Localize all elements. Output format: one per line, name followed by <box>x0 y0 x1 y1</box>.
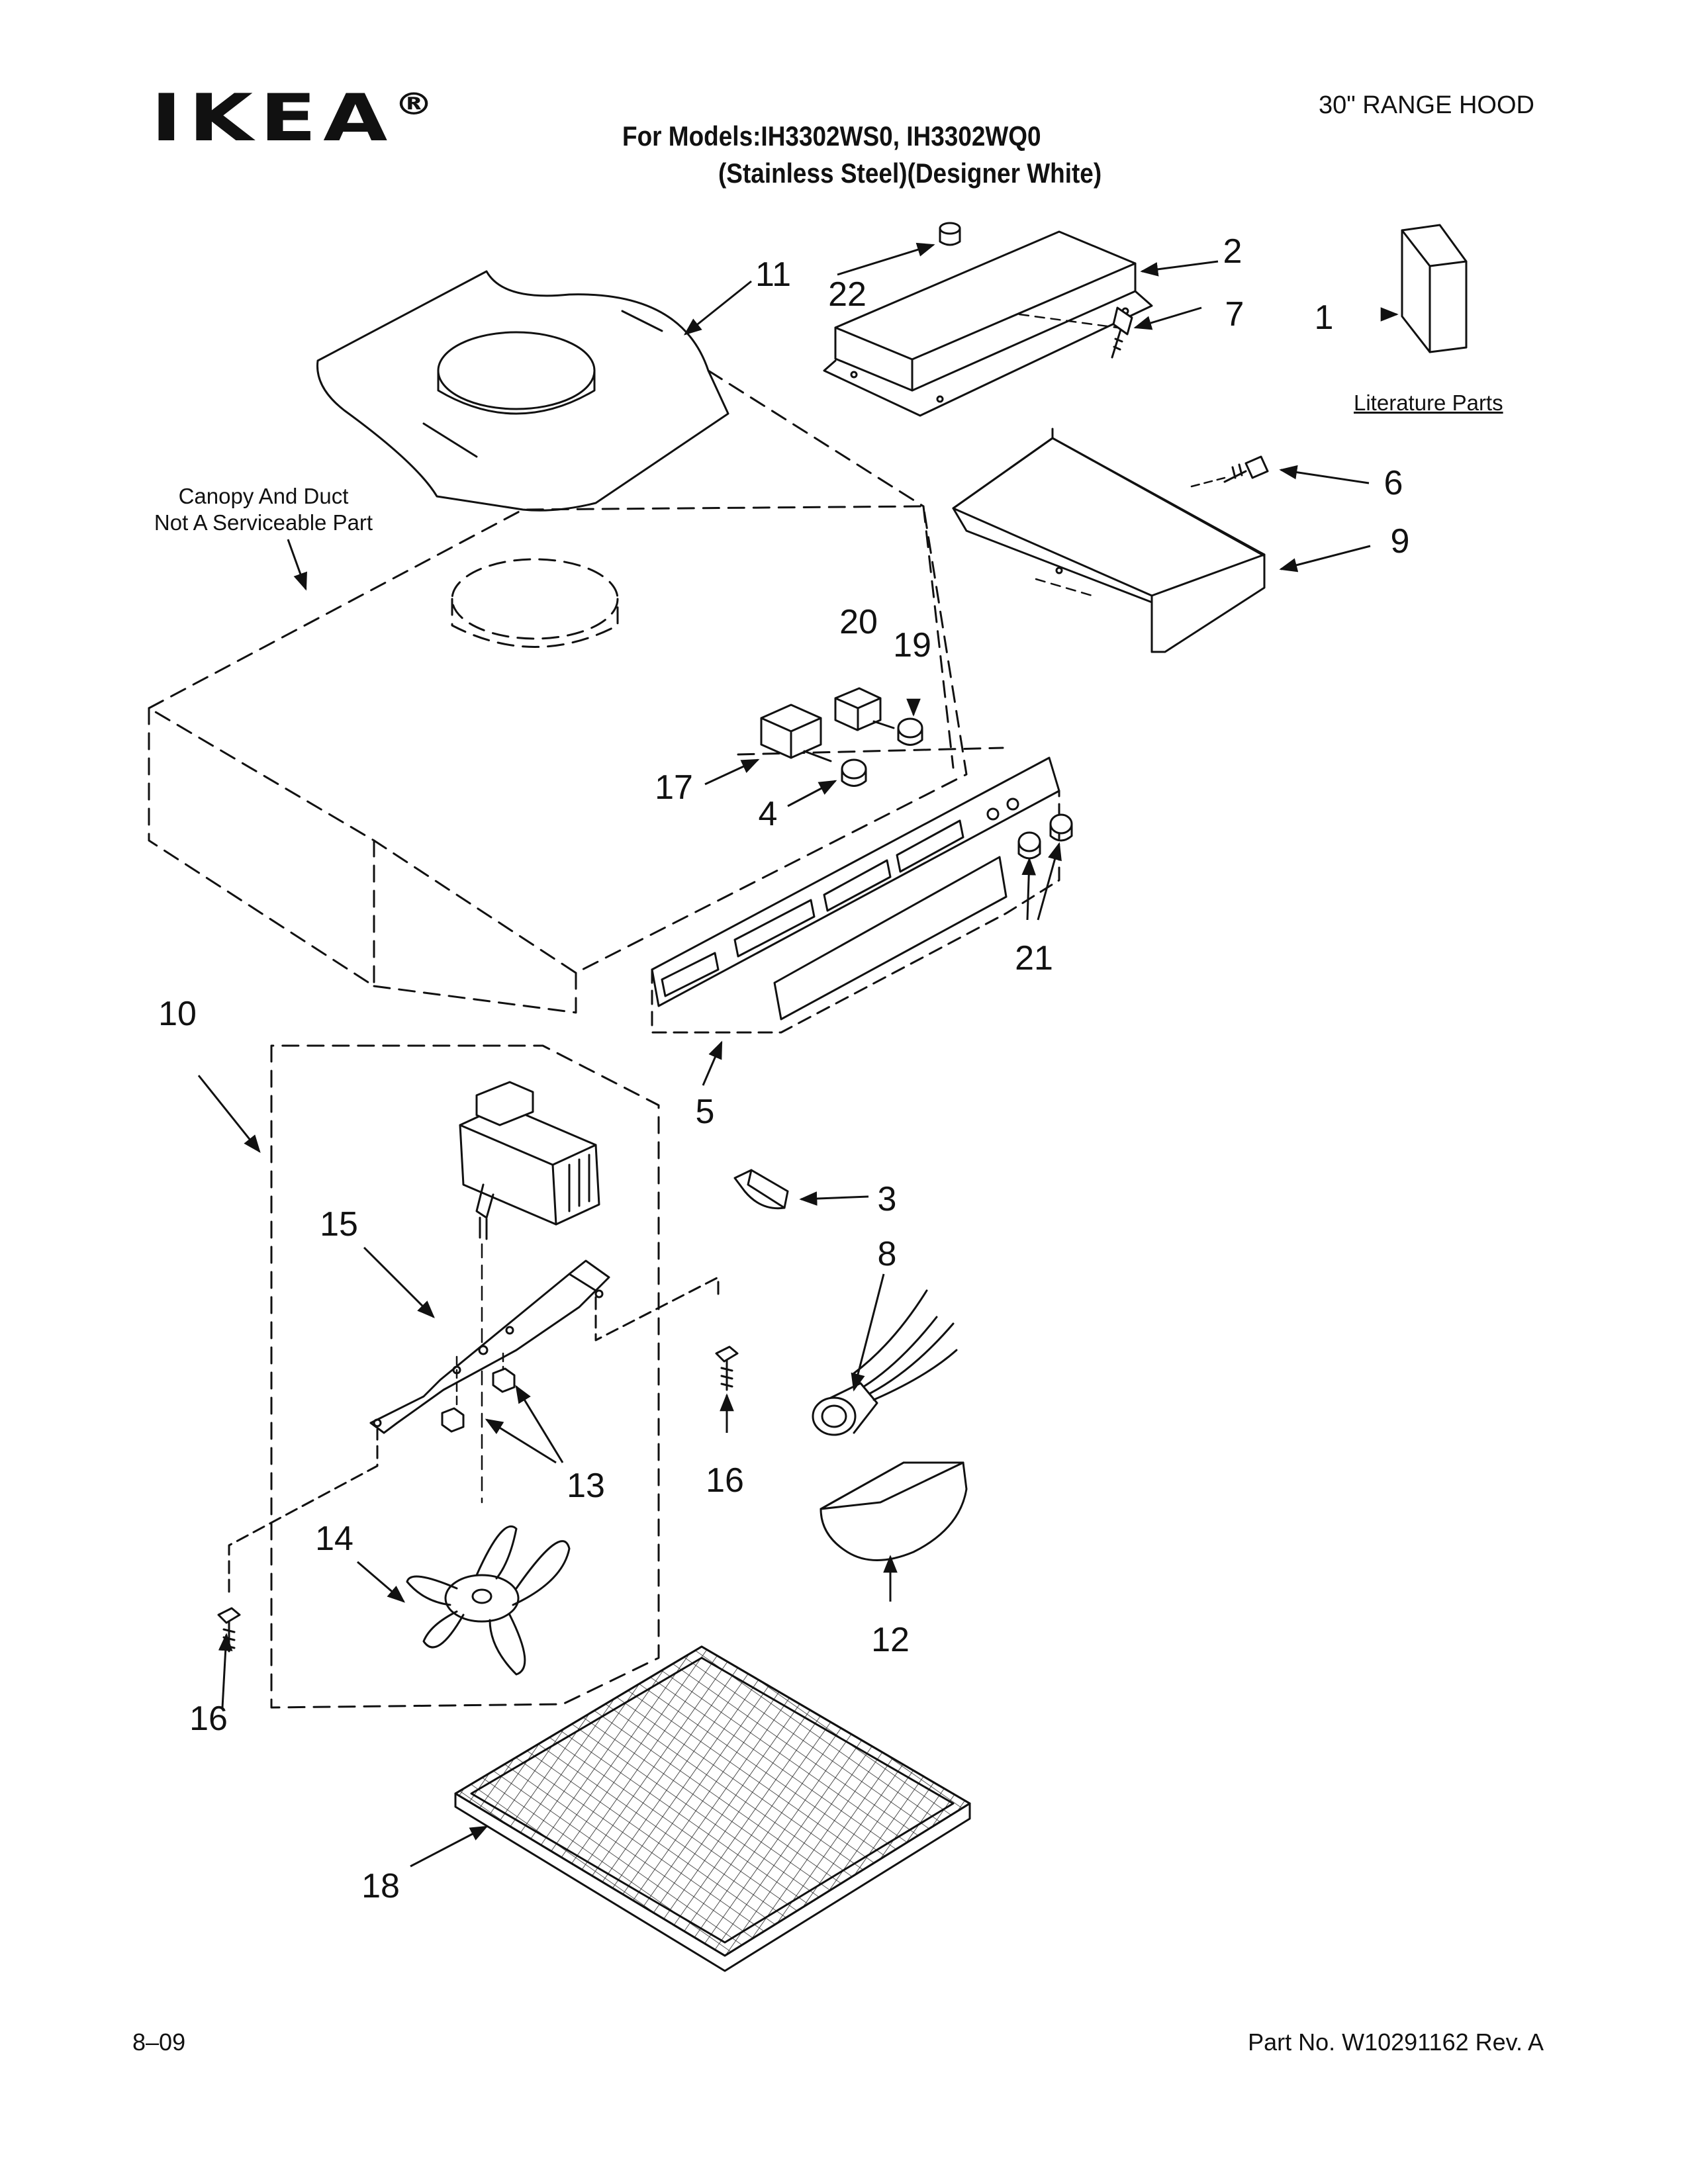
mounting-bracket <box>952 428 1266 653</box>
registered-mark: ® <box>394 86 434 122</box>
callout-16-right: 16 <box>706 1461 744 1500</box>
document-part-number: Part No. W10291162 Rev. A <box>1248 2028 1544 2056</box>
callout-12: 12 <box>871 1621 910 1659</box>
literature-booklet <box>1401 224 1468 353</box>
control-panel <box>651 756 1060 1034</box>
callout-21: 21 <box>1015 939 1053 978</box>
callout-17: 17 <box>655 768 693 807</box>
nuts-13 <box>441 1352 516 1433</box>
callout-16-left: 16 <box>189 1700 228 1738</box>
callout-22: 22 <box>828 275 867 314</box>
canopy-dashed <box>148 369 1004 1014</box>
switch-17 <box>760 704 832 762</box>
callout-19: 19 <box>893 626 931 664</box>
canopy-note-line2: Not A Serviceable Part <box>154 510 373 535</box>
callout-4: 4 <box>758 795 778 833</box>
grease-filter <box>454 1645 971 1972</box>
callout-7: 7 <box>1225 295 1244 334</box>
canopy-note: Canopy And Duct Not A Serviceable Part <box>124 483 402 536</box>
callout-5: 5 <box>695 1093 715 1131</box>
screw-bracket <box>1190 455 1269 488</box>
finishes-heading: (Stainless Steel)(Designer White) <box>718 158 1102 189</box>
blower-boundary <box>270 1044 660 1709</box>
light-socket <box>812 1289 958 1436</box>
callout-11: 11 <box>755 255 791 294</box>
callout-14: 14 <box>315 1520 353 1558</box>
control-box-cover <box>823 230 1153 417</box>
knob-19 <box>897 717 923 746</box>
callout-13: 13 <box>567 1467 605 1505</box>
callout-3: 3 <box>877 1180 897 1218</box>
motor <box>459 1081 600 1240</box>
duct-plate <box>316 270 729 512</box>
callout-6: 6 <box>1383 464 1403 502</box>
screw-right <box>715 1345 739 1391</box>
callout-20: 20 <box>839 603 878 641</box>
switch-20 <box>834 687 895 731</box>
document-type: 30" RANGE HOOD <box>1318 91 1534 119</box>
knob-4 <box>841 758 867 787</box>
canopy-note-line1: Canopy And Duct <box>178 484 349 508</box>
callout-18: 18 <box>361 1867 400 1905</box>
knobs-21 <box>1017 813 1073 860</box>
brand-logo: IKEA® <box>151 86 434 151</box>
callout-8: 8 <box>877 1235 897 1273</box>
cap-part <box>939 222 961 246</box>
revision-date: 8–09 <box>132 2028 186 2056</box>
callout-9: 9 <box>1390 522 1410 561</box>
callout-15: 15 <box>320 1205 358 1244</box>
literature-parts-caption: Literature Parts <box>1354 390 1503 415</box>
brand-wordmark: IKEA <box>151 81 395 156</box>
clip-part <box>733 1169 789 1210</box>
fan-blade <box>406 1525 571 1676</box>
motor-bracket <box>369 1259 720 1434</box>
models-heading: For Models:IH3302WS0, IH3302WQ0 <box>622 120 1041 152</box>
callout-10: 10 <box>158 995 197 1033</box>
screw-left <box>217 1428 379 1653</box>
callout-1: 1 <box>1314 298 1334 337</box>
light-lens <box>820 1461 968 1561</box>
screw-top <box>1018 306 1133 359</box>
callout-2: 2 <box>1223 232 1243 271</box>
